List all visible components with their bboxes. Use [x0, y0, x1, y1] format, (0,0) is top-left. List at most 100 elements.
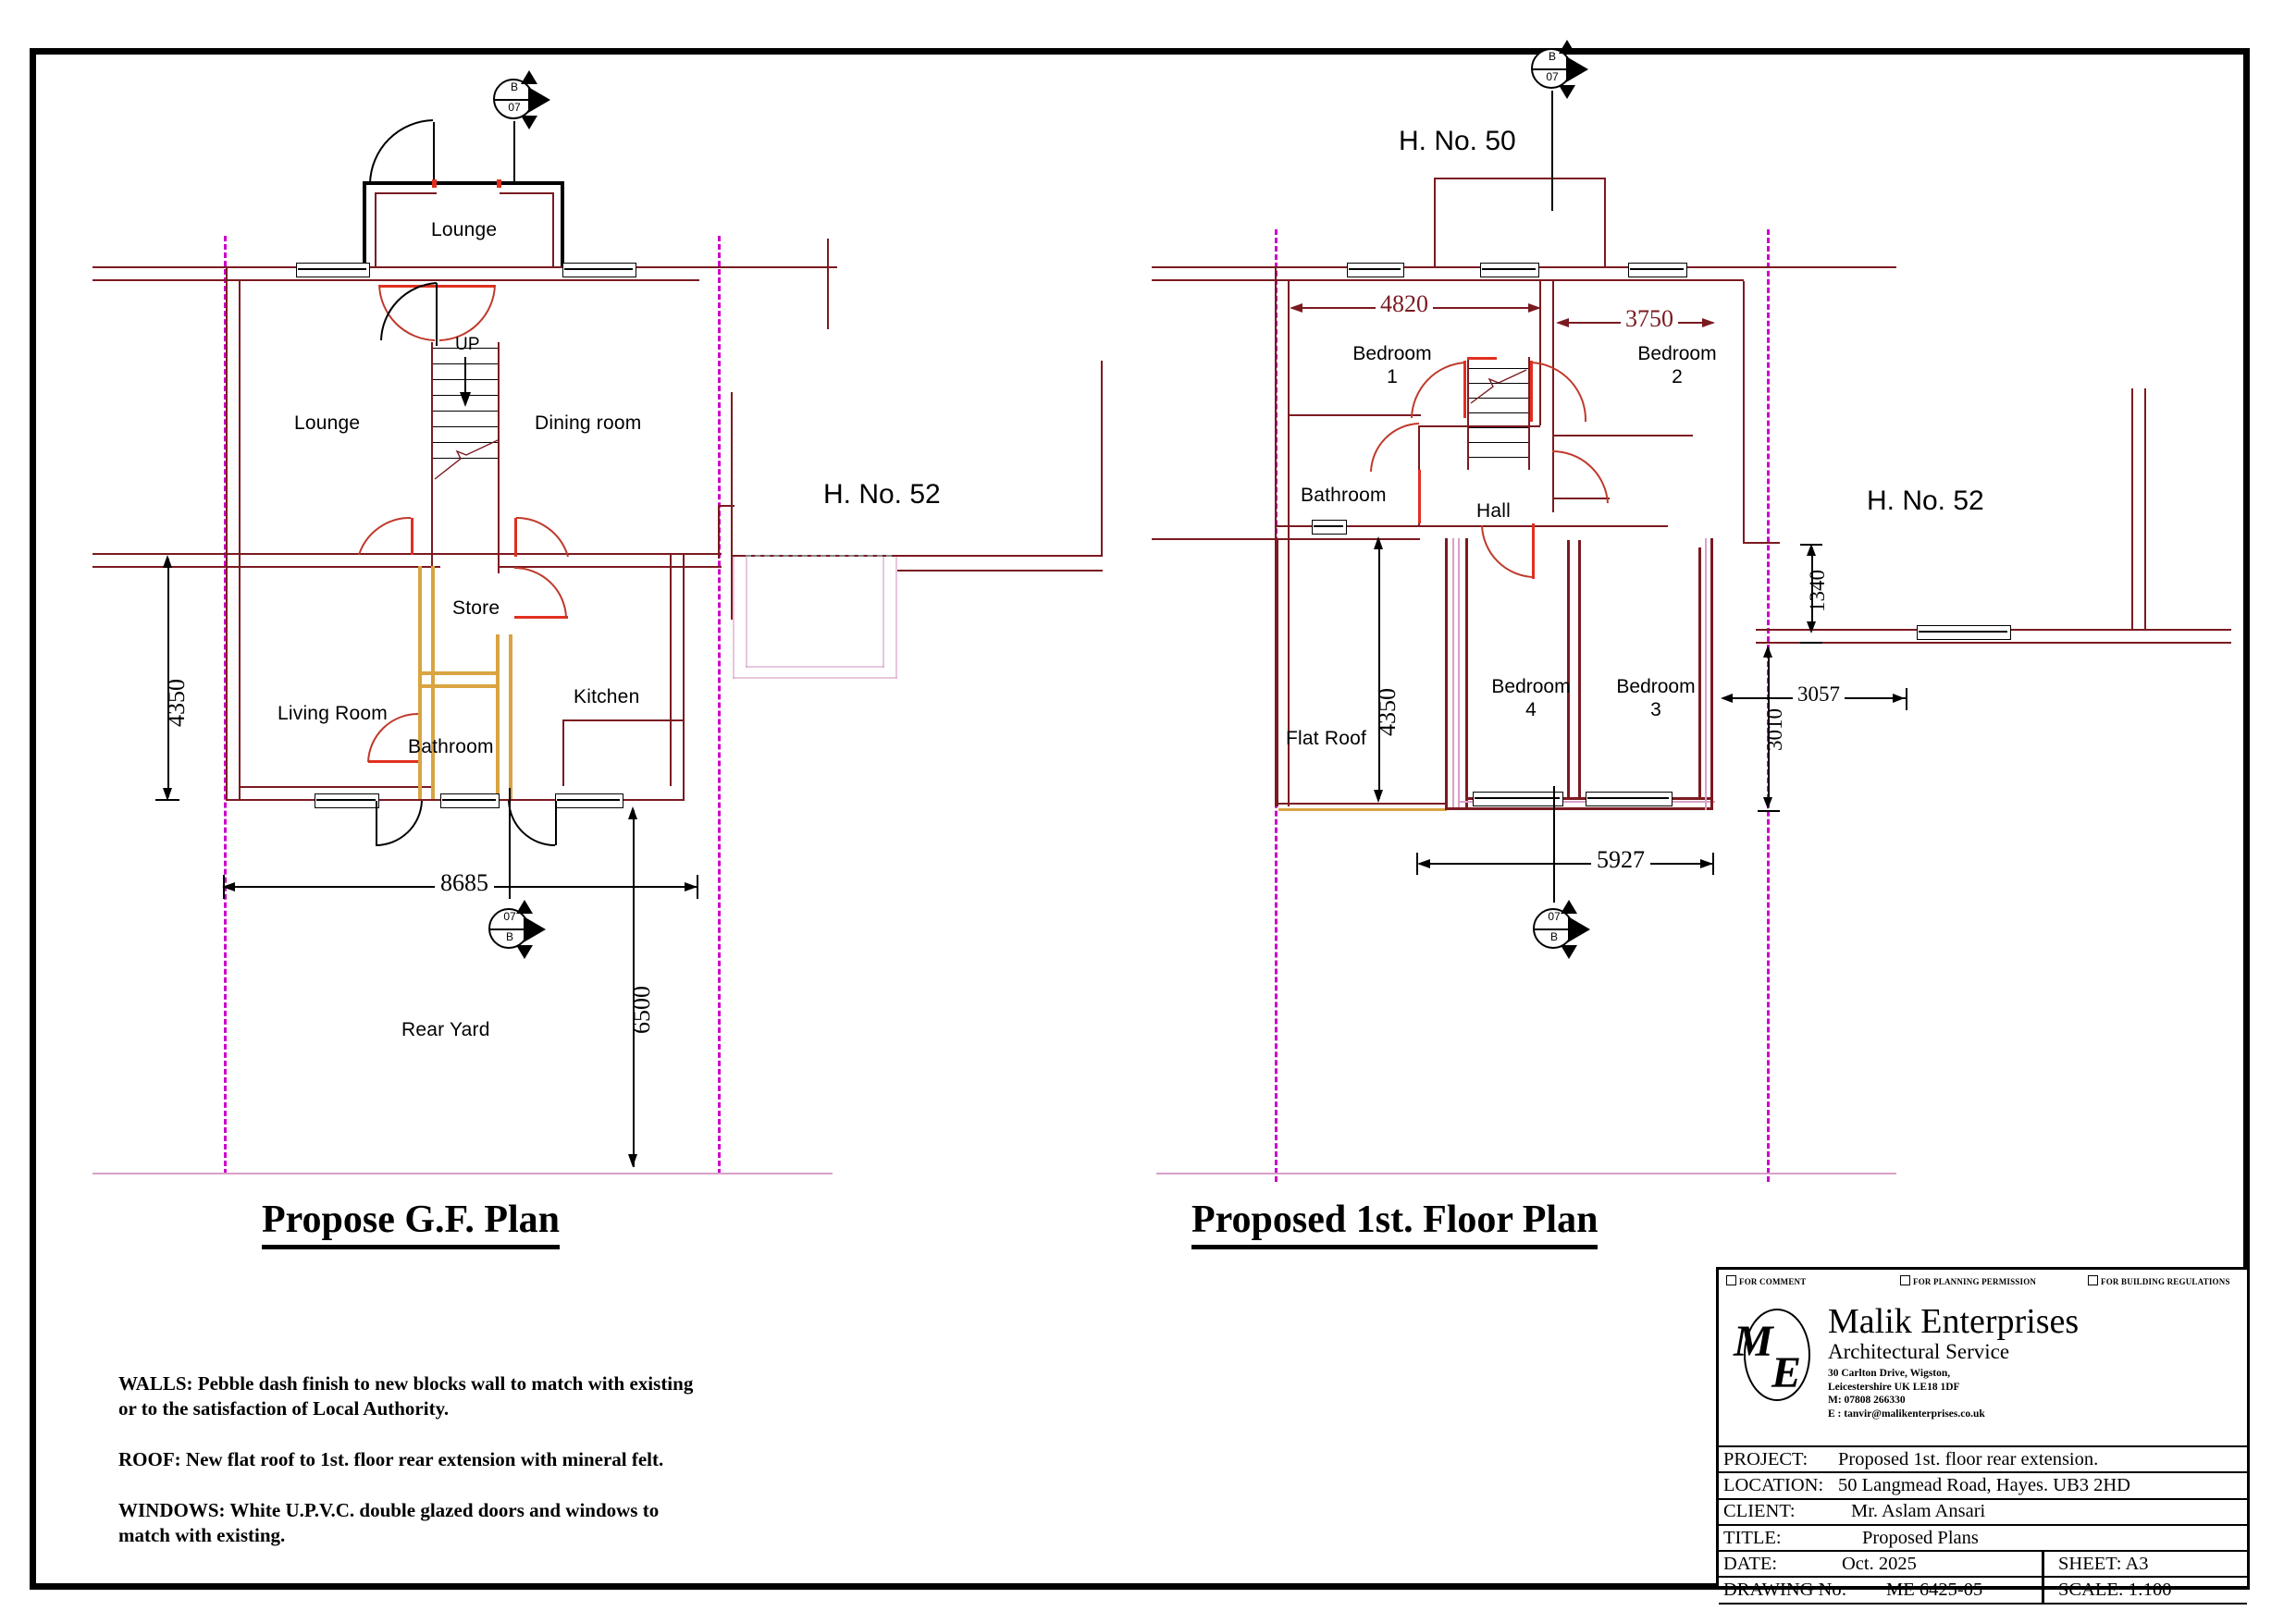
- boundary-line-left: [224, 236, 227, 1174]
- gf-mid-cross-wall-lower-b: [500, 566, 722, 568]
- ff-left-wall-inner: [1288, 279, 1290, 806]
- ff-hall-wall-right-vert: [1552, 374, 1554, 512]
- gf-hall-door-left-swing: [378, 284, 436, 341]
- gf-room-label-living-room: Living Room: [278, 703, 388, 724]
- gf-rear-door-2-leaf: [555, 801, 557, 845]
- gf-porch-wall-outer-left: [363, 181, 366, 268]
- ff-section-marker-top-sheet: 07: [1546, 70, 1559, 83]
- title-block-checkbox-row: FOR COMMENT FOR PLANNING PERMISSION FOR …: [1719, 1270, 2247, 1310]
- gf-dim-4350-line: [167, 559, 169, 797]
- gf-dim-8685-arrow-left: [222, 882, 235, 891]
- gf-dim-4350-tick-bottom: [155, 799, 179, 801]
- gf-section-marker-bottom-sheet: 07: [503, 910, 516, 923]
- ff-dim-3010-arrow-bottom: [1763, 797, 1772, 809]
- gf-right-external-wall-outer: [683, 553, 685, 801]
- ff-n52-wall-step: [1743, 542, 1780, 544]
- gf-n52-wall-bottom: [731, 555, 1103, 557]
- ff-window-ext-1: [1473, 792, 1563, 806]
- boundary-line-right: [718, 236, 721, 1174]
- gf-left-external-wall-inner: [239, 279, 241, 801]
- drawing-no-label: DRAWING No:: [1723, 1580, 1847, 1601]
- gf-left-external-wall-outer: [226, 266, 228, 801]
- ff-ext-partition-34: [1567, 540, 1570, 799]
- ff-ext-wall-left-inner: [1465, 538, 1468, 810]
- gf-mid-cross-wall-upper: [93, 553, 722, 555]
- checkbox-for-planning-permission[interactable]: FOR PLANNING PERMISSION: [1900, 1275, 2036, 1286]
- gf-window-rear-3: [555, 793, 623, 808]
- date-label: DATE:: [1723, 1553, 1778, 1574]
- gf-room-label-lounge: Lounge: [294, 412, 361, 434]
- gf-dim-6500-arrow-top: [628, 806, 637, 819]
- company-logo: M E: [1729, 1307, 1826, 1405]
- gf-porch-wall-inner-left: [375, 192, 376, 268]
- gf-dim-4350-text: 4350: [163, 679, 190, 727]
- gf-rear-door-2-swing: [508, 800, 556, 847]
- company-details: Malik Enterprises Architectural Service …: [1828, 1303, 2079, 1420]
- gf-n52-wall-right: [1101, 361, 1103, 557]
- ff-dim-3057-text: 3057: [1793, 682, 1845, 707]
- ff-stair-wall-right: [1528, 357, 1530, 470]
- drawing-no-value: ME 6425-05: [1886, 1580, 1983, 1601]
- ff-section-marker-bottom-sheet: 07: [1548, 910, 1561, 923]
- gf-rear-door-1-swing: [375, 800, 423, 847]
- checkbox-for-comment[interactable]: FOR COMMENT: [1726, 1275, 1806, 1286]
- ff-ext-partition-34b: [1578, 540, 1581, 799]
- ff-hall-wall-right-top: [1552, 435, 1693, 436]
- ff-dim-1340-arrow-top: [1807, 544, 1816, 556]
- gf-plan-title: Propose G.F. Plan: [262, 1198, 561, 1249]
- ff-section-line-top: [1551, 91, 1553, 211]
- ff-room-label-bedroom-3-number: 3: [1650, 699, 1661, 720]
- ff-room-label-bedroom-1-number: 1: [1387, 366, 1398, 387]
- ff-dim-3010-text: 3010: [1763, 708, 1786, 751]
- company-name: Malik Enterprises: [1828, 1302, 2080, 1341]
- gf-house-number-52: H. No. 52: [823, 479, 941, 510]
- ff-window-ext-2: [1586, 792, 1673, 806]
- checkbox-for-planning-permission-box[interactable]: [1900, 1275, 1910, 1285]
- title-block-row-title: TITLE: Proposed Plans: [1719, 1523, 2247, 1550]
- gf-section-line-bottom: [509, 788, 512, 899]
- ff-room-label-bedroom-4: Bedroom 4: [1471, 675, 1591, 721]
- ff-room-label-bedroom-2: Bedroom 2: [1617, 342, 1737, 388]
- gf-store-stud-left-a: [418, 566, 422, 799]
- title-block-row-client: CLIENT: Mr. Aslam Ansari: [1719, 1497, 2247, 1524]
- address-line-1: 30 Carlton Drive, Wigston,: [1828, 1368, 1951, 1379]
- ff-ext-wall-left-mid2: [1458, 538, 1460, 810]
- gf-section-line-top: [513, 121, 516, 184]
- ff-dim-1340-line: [1811, 547, 1813, 629]
- ff-dim-3750-arrow-left: [1556, 318, 1569, 327]
- location-value: 50 Langmead Road, Hayes. UB3 2HD: [1838, 1474, 2130, 1495]
- logo-letter-m: M: [1734, 1317, 1773, 1366]
- gf-rear-door-1-leaf: [376, 801, 377, 845]
- ff-ext-wall-bottom: [1445, 807, 1713, 810]
- gf-dim-8685-arrow-right: [685, 882, 697, 891]
- gf-store-stud-left-b: [431, 566, 435, 799]
- ff-flatroof-bottom: [1277, 803, 1447, 805]
- ff-dim-4350-line: [1378, 542, 1380, 799]
- gf-store-stud-cross-b: [422, 684, 500, 688]
- ff-room-label-bedroom-2-number: 2: [1672, 366, 1683, 387]
- location-label: LOCATION:: [1723, 1474, 1824, 1495]
- gf-n52-wall-low-right: [897, 570, 1103, 572]
- gf-store-stud-right-a: [496, 634, 500, 799]
- gf-kitchen-door-swing: [513, 567, 567, 619]
- ff-dim-5927-tick-right: [1712, 853, 1714, 875]
- gf-n52-dashed-outline: [746, 555, 892, 557]
- checkbox-for-building-regulations-box[interactable]: [2088, 1275, 2098, 1285]
- ff-dim-5927-arrow-right: [1700, 859, 1713, 868]
- gf-section-marker-top-sheet: 07: [508, 101, 521, 114]
- ff-flatroof-left-wall: [1277, 540, 1278, 806]
- gf-porch-wall-outer-right: [561, 181, 564, 268]
- ff-dim-4820-text: 4820: [1376, 290, 1433, 318]
- gf-n52-faint-bottom2: [746, 666, 884, 668]
- ff-site-rear-boundary: [1156, 1173, 1896, 1174]
- sheet-size-label: SHEET: A3: [2058, 1553, 2149, 1574]
- gf-living-door-swing: [358, 516, 412, 556]
- title-block-info-rows: PROJECT: Proposed 1st. floor rear extens…: [1719, 1445, 2247, 1605]
- checkbox-for-building-regulations[interactable]: FOR BUILDING REGULATIONS: [2088, 1275, 2230, 1286]
- gf-n52-faint-bottom: [733, 677, 897, 679]
- ff-dim-1340-tick-top: [1800, 544, 1822, 546]
- title-block-row-project: PROJECT: Proposed 1st. floor rear extens…: [1719, 1445, 2247, 1471]
- checkbox-for-comment-box[interactable]: [1726, 1275, 1736, 1285]
- ff-room-label-bedroom-1-text: Bedroom: [1352, 343, 1432, 364]
- logo-letter-e: E: [1771, 1348, 1802, 1397]
